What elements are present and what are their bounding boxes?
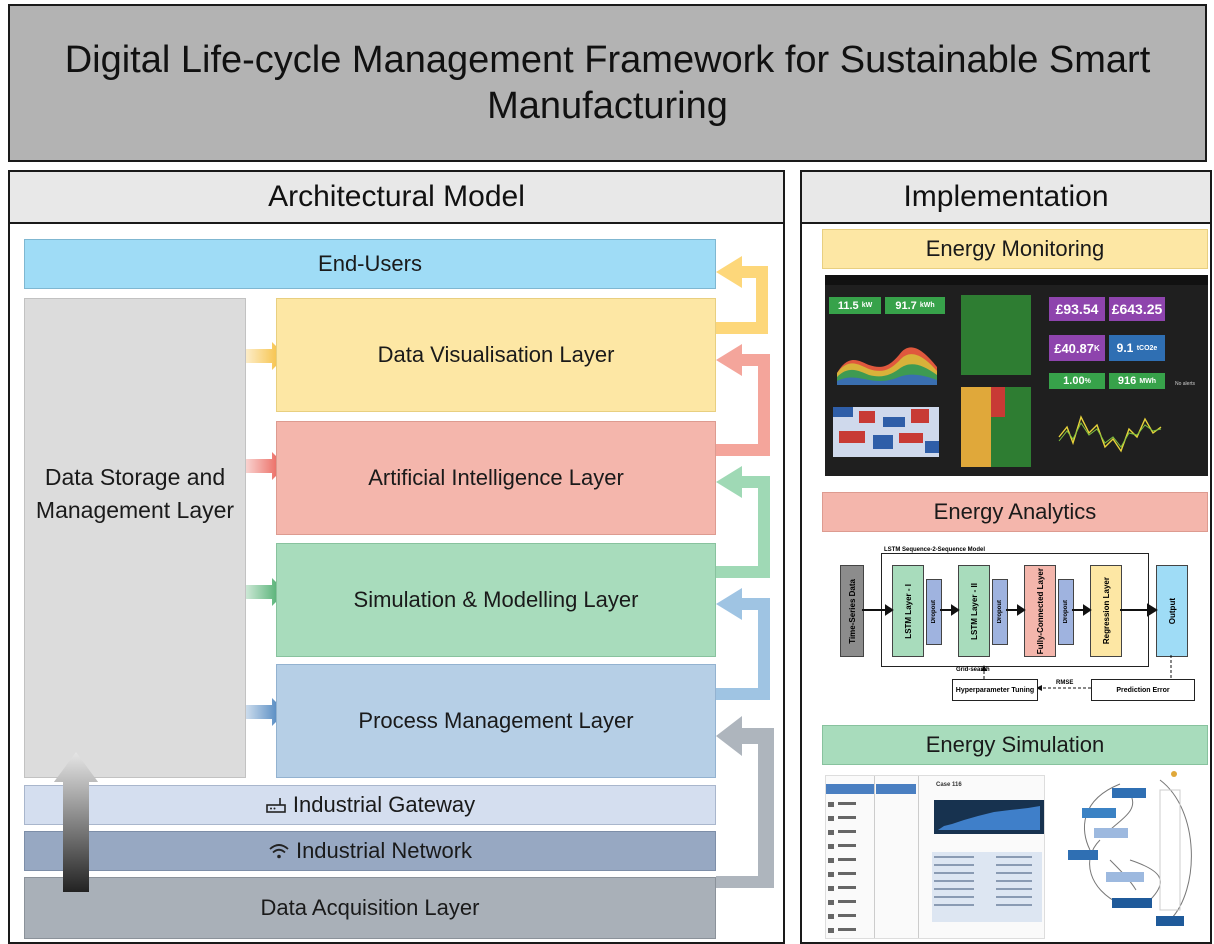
no-alerts-text: No alerts <box>1175 381 1196 387</box>
forecast-cost-unit: K <box>1093 343 1100 353</box>
data-visualisation-label: Data Visualisation Layer <box>377 342 615 367</box>
case-progress-chart <box>934 800 1044 834</box>
process-management-layer: Process Management Layer <box>276 664 716 778</box>
lstm-model-title: LSTM Sequence-2-Sequence Model <box>884 547 986 553</box>
industrial-network-label: Industrial Network <box>295 838 473 863</box>
carbon-footprint-value: 9.1 <box>1116 341 1134 355</box>
architectural-model-heading-text: Architectural Model <box>268 180 525 213</box>
data-acquisition-label: Data Acquisition Layer <box>260 895 480 920</box>
forecast-error-value: 1.00 <box>1063 375 1085 387</box>
hyperparameter-tuning-label: Hyperparameter Tuning <box>955 686 1035 694</box>
architectural-model-heading: Architectural Model <box>10 172 783 224</box>
lstm-flow-arrows <box>862 603 1172 691</box>
loop-arrow-ai <box>716 344 770 456</box>
loop-arrow-simulation <box>716 466 770 578</box>
simulation-app-screenshot: Case 116 <box>825 775 1045 939</box>
forecast-cost-value: £40.87 <box>1054 340 1094 356</box>
main-title-text: Digital Life-cycle Management Framework … <box>64 39 1151 127</box>
lstm-layer-1: LSTM Layer - I <box>892 565 924 657</box>
dropout-3: Dropout <box>1058 579 1074 645</box>
lstm-model-diagram: LSTM Sequence-2-Sequence Model Time-Seri… <box>834 547 1204 707</box>
case-title: Case 116 <box>936 782 962 788</box>
carbon-footprint-tile: 9.1 tCO2e <box>1109 335 1165 361</box>
artificial-intelligence-layer: Artificial Intelligence Layer <box>276 421 716 535</box>
energy-analytics-header: Energy Analytics <box>822 492 1208 532</box>
time-series-input: Time-Series Data <box>840 565 864 657</box>
energy-monitoring-label: Energy Monitoring <box>925 236 1105 261</box>
selected-case-row <box>876 784 916 794</box>
forecast-error-tile: 1.00% <box>1049 373 1105 389</box>
energy-monitoring-header: Energy Monitoring <box>822 229 1208 269</box>
forecast-usage-unit: MWh <box>1139 377 1157 385</box>
data-storage-label: Data Storage and Management Layer <box>35 464 235 523</box>
simulation-modelling-layer: Simulation & Modelling Layer <box>276 543 716 657</box>
implementation-heading: Implementation <box>802 172 1210 224</box>
selected-order-row <box>826 784 874 794</box>
rmse-label: RMSE <box>1056 680 1074 686</box>
industrial-gateway-box: Industrial Gateway <box>24 785 716 825</box>
energy-cost-daily-tile: £93.54 <box>1049 297 1105 321</box>
power-usage-value: 91.7 <box>895 299 917 312</box>
grid-search-label: Grid-search <box>956 667 990 673</box>
forecast-error-unit: % <box>1084 377 1091 385</box>
industrial-network-box: Industrial Network <box>24 831 716 871</box>
carbon-footprint-unit: tCO2e <box>1136 344 1158 352</box>
energy-cost-weekly-tile: £643.25 <box>1109 297 1165 321</box>
workstation-gauges <box>961 295 1031 467</box>
list-divider-2 <box>918 776 919 938</box>
energy-heatmap <box>833 407 939 457</box>
data-visualisation-layer: Data Visualisation Layer <box>276 298 716 412</box>
energy-simulation-label: Energy Simulation <box>925 732 1105 757</box>
wifi-icon <box>269 844 289 859</box>
forecast-usage-tile: 916 MWh <box>1109 373 1165 389</box>
loop-arrow-visualisation <box>716 256 768 334</box>
forecast-usage-value: 916 <box>1117 375 1137 387</box>
loop-arrow-process <box>716 588 770 700</box>
plant-energy-chart <box>837 347 937 385</box>
power-current-unit: kW <box>861 302 873 309</box>
process-management-label: Process Management Layer <box>358 708 634 733</box>
end-users-label: End-Users <box>318 251 422 276</box>
energy-simulation-header: Energy Simulation <box>822 725 1208 765</box>
prediction-error-box: Prediction Error <box>1091 679 1195 701</box>
router-icon <box>266 798 286 813</box>
hyperparameter-tuning-box: Hyperparameter Tuning <box>952 679 1038 701</box>
power-usage-tile: 91.7 kWh <box>885 297 945 314</box>
industrial-gateway-label: Industrial Gateway <box>292 792 476 817</box>
energy-cost-daily-value: £93.54 <box>1055 301 1099 317</box>
power-current-tile: 11.5 kW <box>829 297 881 314</box>
output-layer: Output <box>1156 565 1188 657</box>
data-storage-layer: Data Storage and Management Layer <box>24 298 246 778</box>
lstm-layer-2: LSTM Layer - II <box>958 565 990 657</box>
data-acquisition-box: Data Acquisition Layer <box>24 877 716 939</box>
dashboard-toolbar <box>825 275 1208 285</box>
end-users-box: End-Users <box>24 239 716 289</box>
loop-arrow-acquisition <box>716 716 774 888</box>
process-flow-graph <box>1068 771 1192 926</box>
fully-connected-layer: Fully-Connected Layer <box>1024 565 1056 657</box>
implementation-heading-text: Implementation <box>903 180 1109 213</box>
main-title: Digital Life-cycle Management Framework … <box>8 4 1207 162</box>
power-usage-unit: kWh <box>919 302 935 309</box>
dropout-2: Dropout <box>992 579 1008 645</box>
list-divider <box>874 776 875 938</box>
energy-cost-weekly-value: £643.25 <box>1111 301 1163 317</box>
dropout-1: Dropout <box>926 579 942 645</box>
forecast-line-chart <box>1058 415 1162 453</box>
order-list-rows <box>828 802 1042 933</box>
energy-analytics-label: Energy Analytics <box>933 499 1097 524</box>
upward-arrow-overlay <box>54 752 98 892</box>
simulation-modelling-label: Simulation & Modelling Layer <box>353 587 639 612</box>
prediction-error-label: Prediction Error <box>1116 686 1170 694</box>
artificial-intelligence-label: Artificial Intelligence Layer <box>368 465 624 490</box>
power-current-value: 11.5 <box>837 299 859 312</box>
